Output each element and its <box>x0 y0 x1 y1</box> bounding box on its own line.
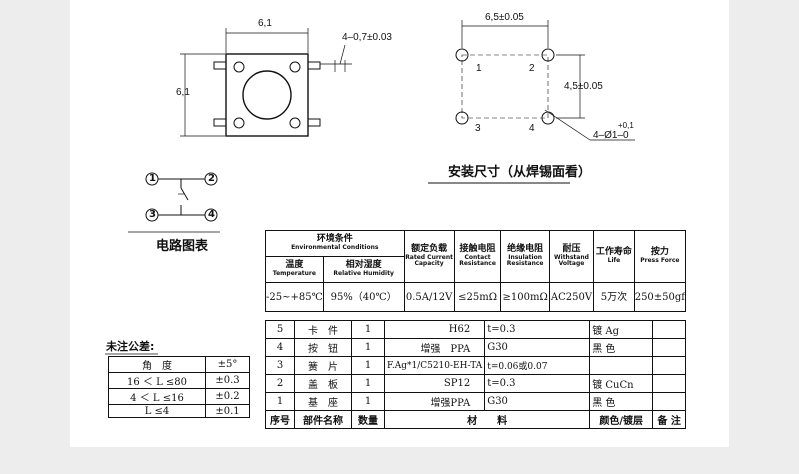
left-width-dim: 6,1 <box>258 18 272 29</box>
humidity-value: 95%（40℃） <box>322 282 405 312</box>
right-height-dim: 4,5±0.05 <box>564 81 603 92</box>
hole-dim: 4–Ø1–0 <box>593 130 629 141</box>
rated-value: 0.5A/12V <box>403 282 455 312</box>
tolerance-table: 角 度 ±5° 16 ＜ L ≤80 ±0.3 4 ＜ L ≤16 ±0.2 L… <box>108 356 250 418</box>
temp-value: -25~+85℃ <box>265 282 324 312</box>
circuit-schematic <box>128 172 220 233</box>
circuit-node-1: 1 <box>149 173 156 184</box>
circuit-node-3: 3 <box>149 209 156 220</box>
contact-value: ≤25mΩ <box>453 282 502 312</box>
parts-table: 5 卡 件 1 H62 t=0.3 镀 Ag 4 按 钮 1 增强 PPA G3… <box>265 320 686 429</box>
mounting-view <box>428 20 635 184</box>
pin-label-2: 2 <box>529 63 535 74</box>
table-row: 角 度 ±5° <box>108 356 250 373</box>
table-row: L ≤4 ±0.1 <box>108 404 250 418</box>
switch-top-view <box>180 28 352 137</box>
force-value: 250±50gf <box>633 282 687 312</box>
parts-header-row: 序号 部件名称 数量 材 料 颜色/镀层 备 注 <box>265 410 686 429</box>
table-row: 1 基 座 1 增强PPA G30 黑 色 <box>265 392 686 411</box>
left-pin-dim: 4–0,7±0.03 <box>342 32 392 43</box>
mounting-caption: 安装尺寸（从焊锡面看） <box>448 165 592 180</box>
table-row: 4 按 钮 1 增强 PPA G30 黑 色 <box>265 338 686 357</box>
pin-label-3: 3 <box>475 123 481 134</box>
life-value: 5万次 <box>593 282 635 312</box>
pin-label-4: 4 <box>529 123 535 134</box>
circuit-node-4: 4 <box>208 209 215 220</box>
withstand-value: AC250V <box>548 282 595 312</box>
right-width-dim: 6,5±0.05 <box>485 12 524 23</box>
circuit-node-2: 2 <box>208 173 215 184</box>
left-height-dim: 6,1 <box>176 87 190 98</box>
table-row: 2 盖 板 1 SP12 t=0.3 镀 CuCn <box>265 374 686 393</box>
insulation-value: ≥100mΩ <box>500 282 550 312</box>
tolerance-title: 未注公差: <box>106 340 155 353</box>
circuit-caption: 电路图表 <box>156 239 209 254</box>
table-row: 16 ＜ L ≤80 ±0.3 <box>108 372 250 389</box>
table-row: 4 ＜ L ≤16 ±0.2 <box>108 388 250 405</box>
hole-tol: +0,1 <box>618 121 634 130</box>
table-row: 3 簧 片 1 F.Ag*1/C5210-EH-TA t=0.06或0.07 <box>265 356 686 375</box>
table-row: 5 卡 件 1 H62 t=0.3 镀 Ag <box>265 320 686 339</box>
pin-label-1: 1 <box>476 63 482 74</box>
